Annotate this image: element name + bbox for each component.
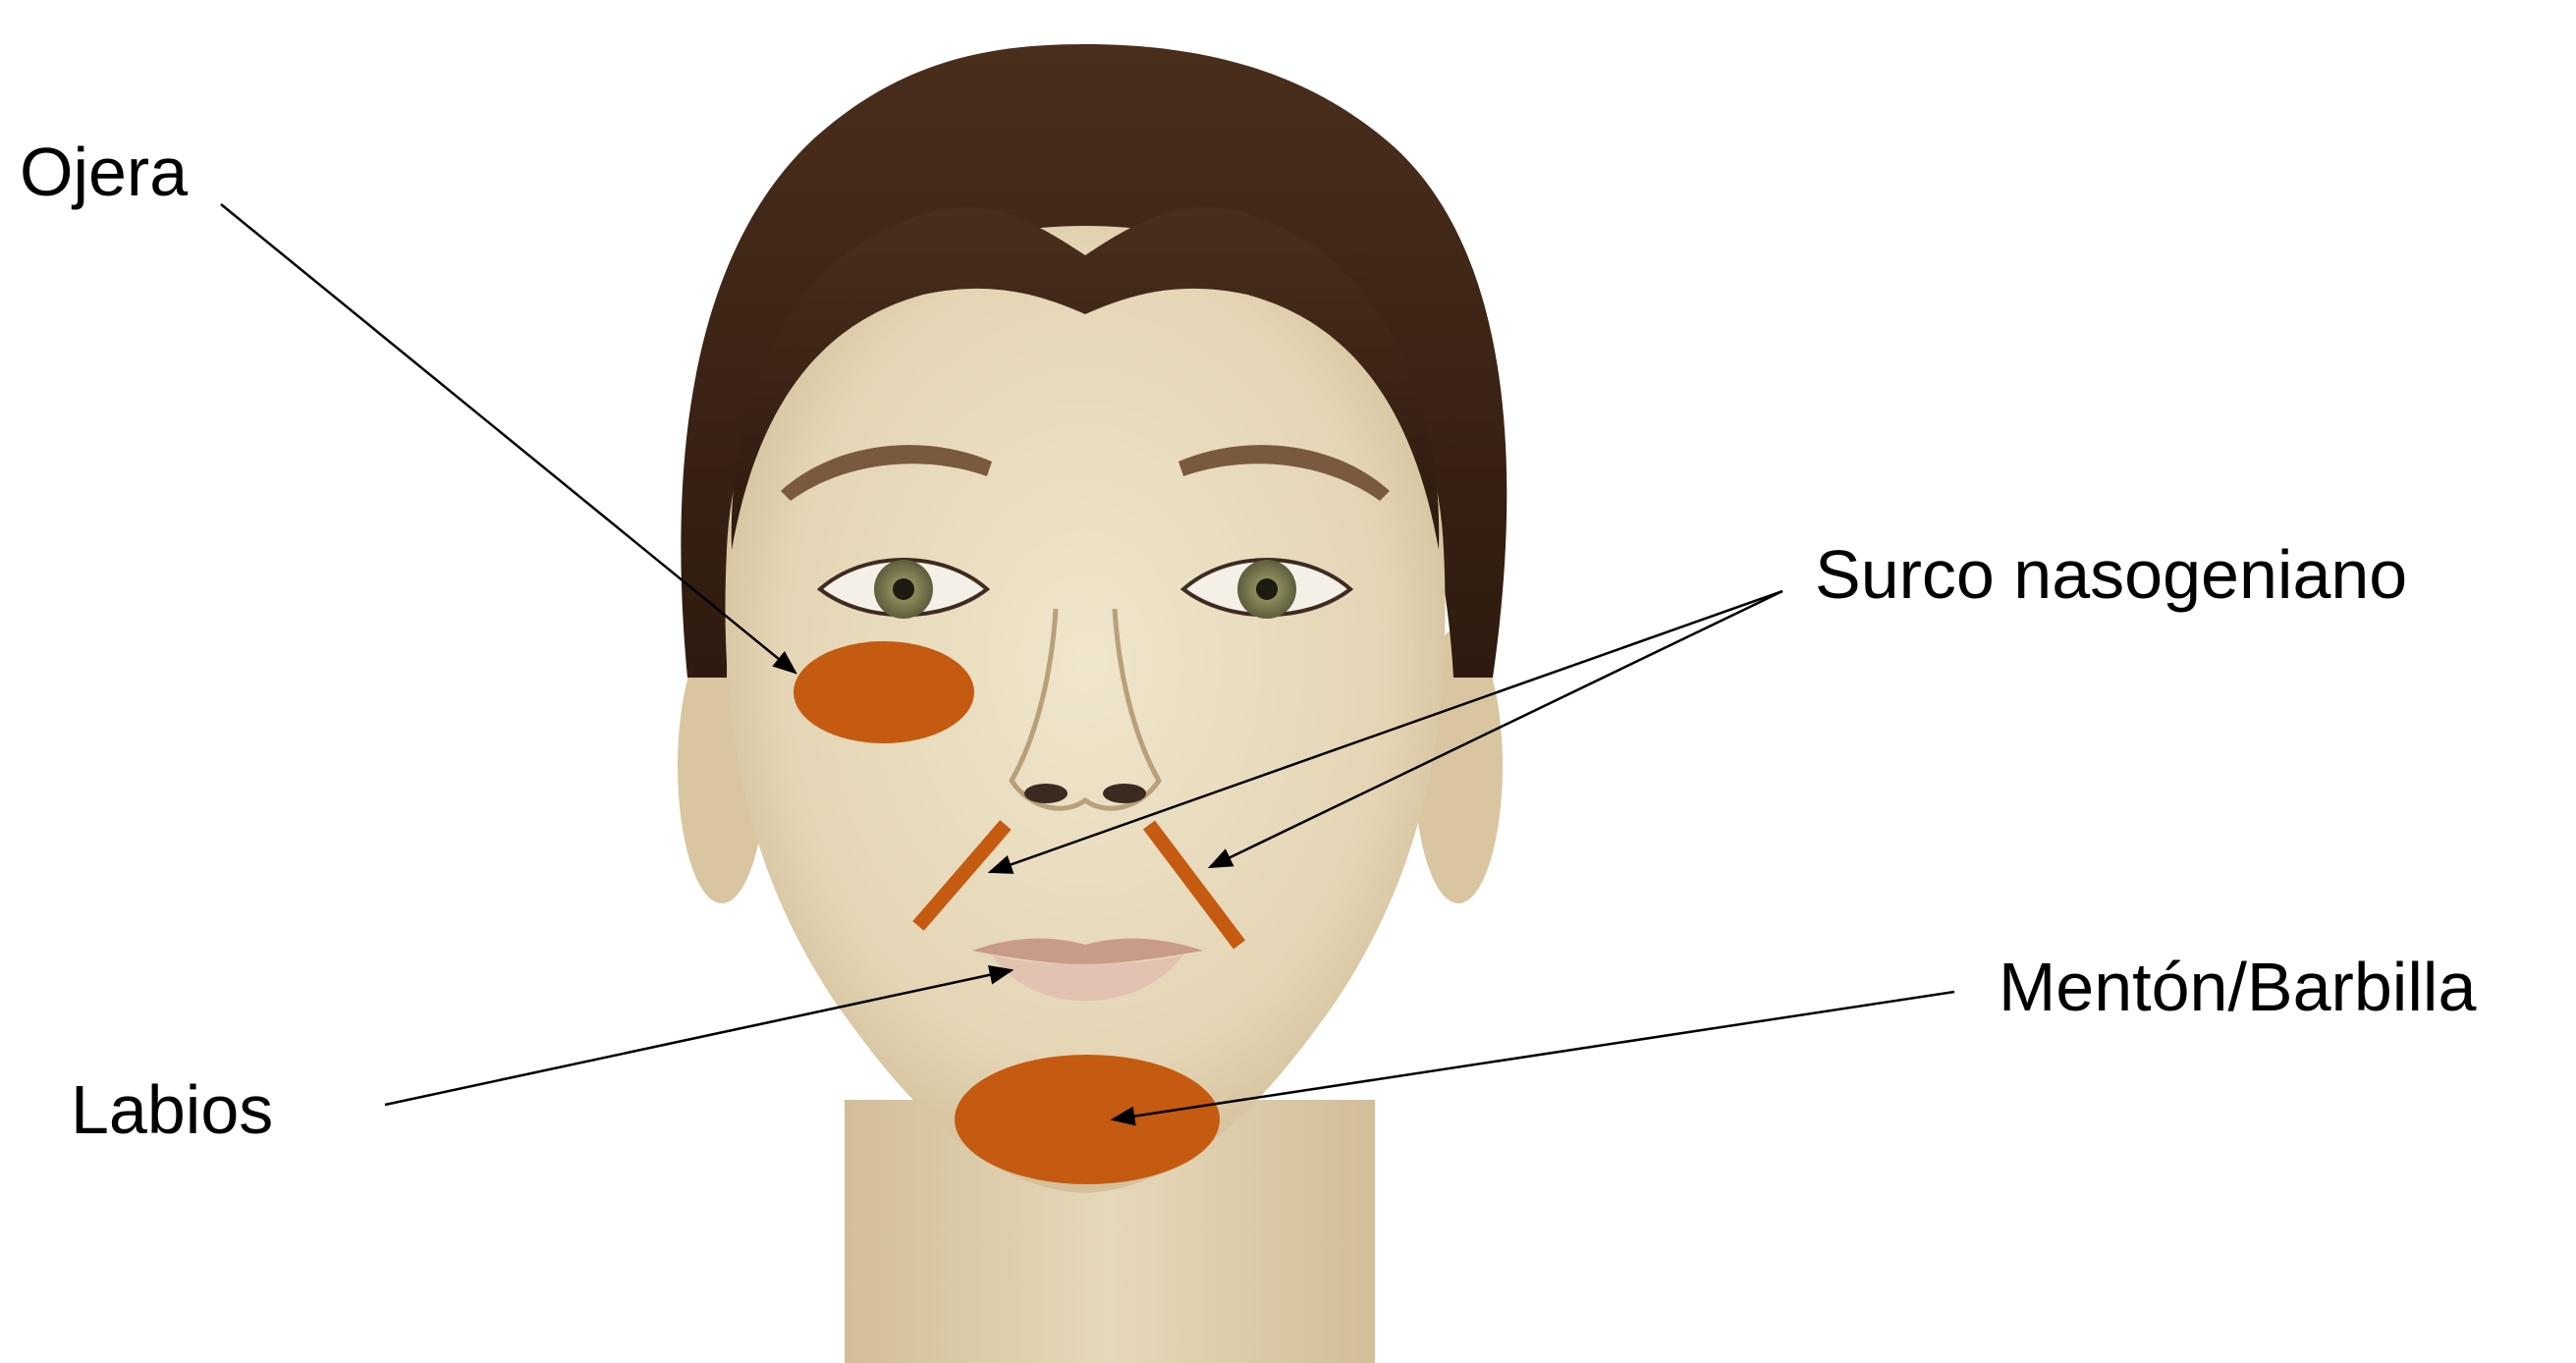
label-surco-nasogeniano: Surco nasogeniano (1815, 540, 2407, 609)
label-labios: Labios (71, 1075, 273, 1144)
right-nostril (1103, 784, 1146, 803)
label-ojera: Ojera (20, 137, 188, 206)
marker-menton (955, 1055, 1220, 1184)
marker-ojera (794, 641, 974, 743)
label-menton-barbilla: Mentón/Barbilla (1999, 953, 2476, 1021)
left-nostril (1024, 784, 1068, 803)
